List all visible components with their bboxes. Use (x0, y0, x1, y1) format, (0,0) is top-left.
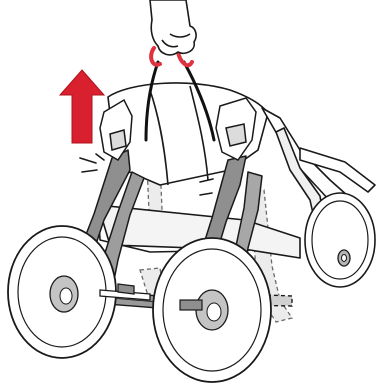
front-wheel (305, 193, 375, 287)
lift-up-arrow-icon (60, 70, 104, 143)
hand-icon (150, 0, 196, 55)
rear-wheel-right (153, 238, 271, 382)
